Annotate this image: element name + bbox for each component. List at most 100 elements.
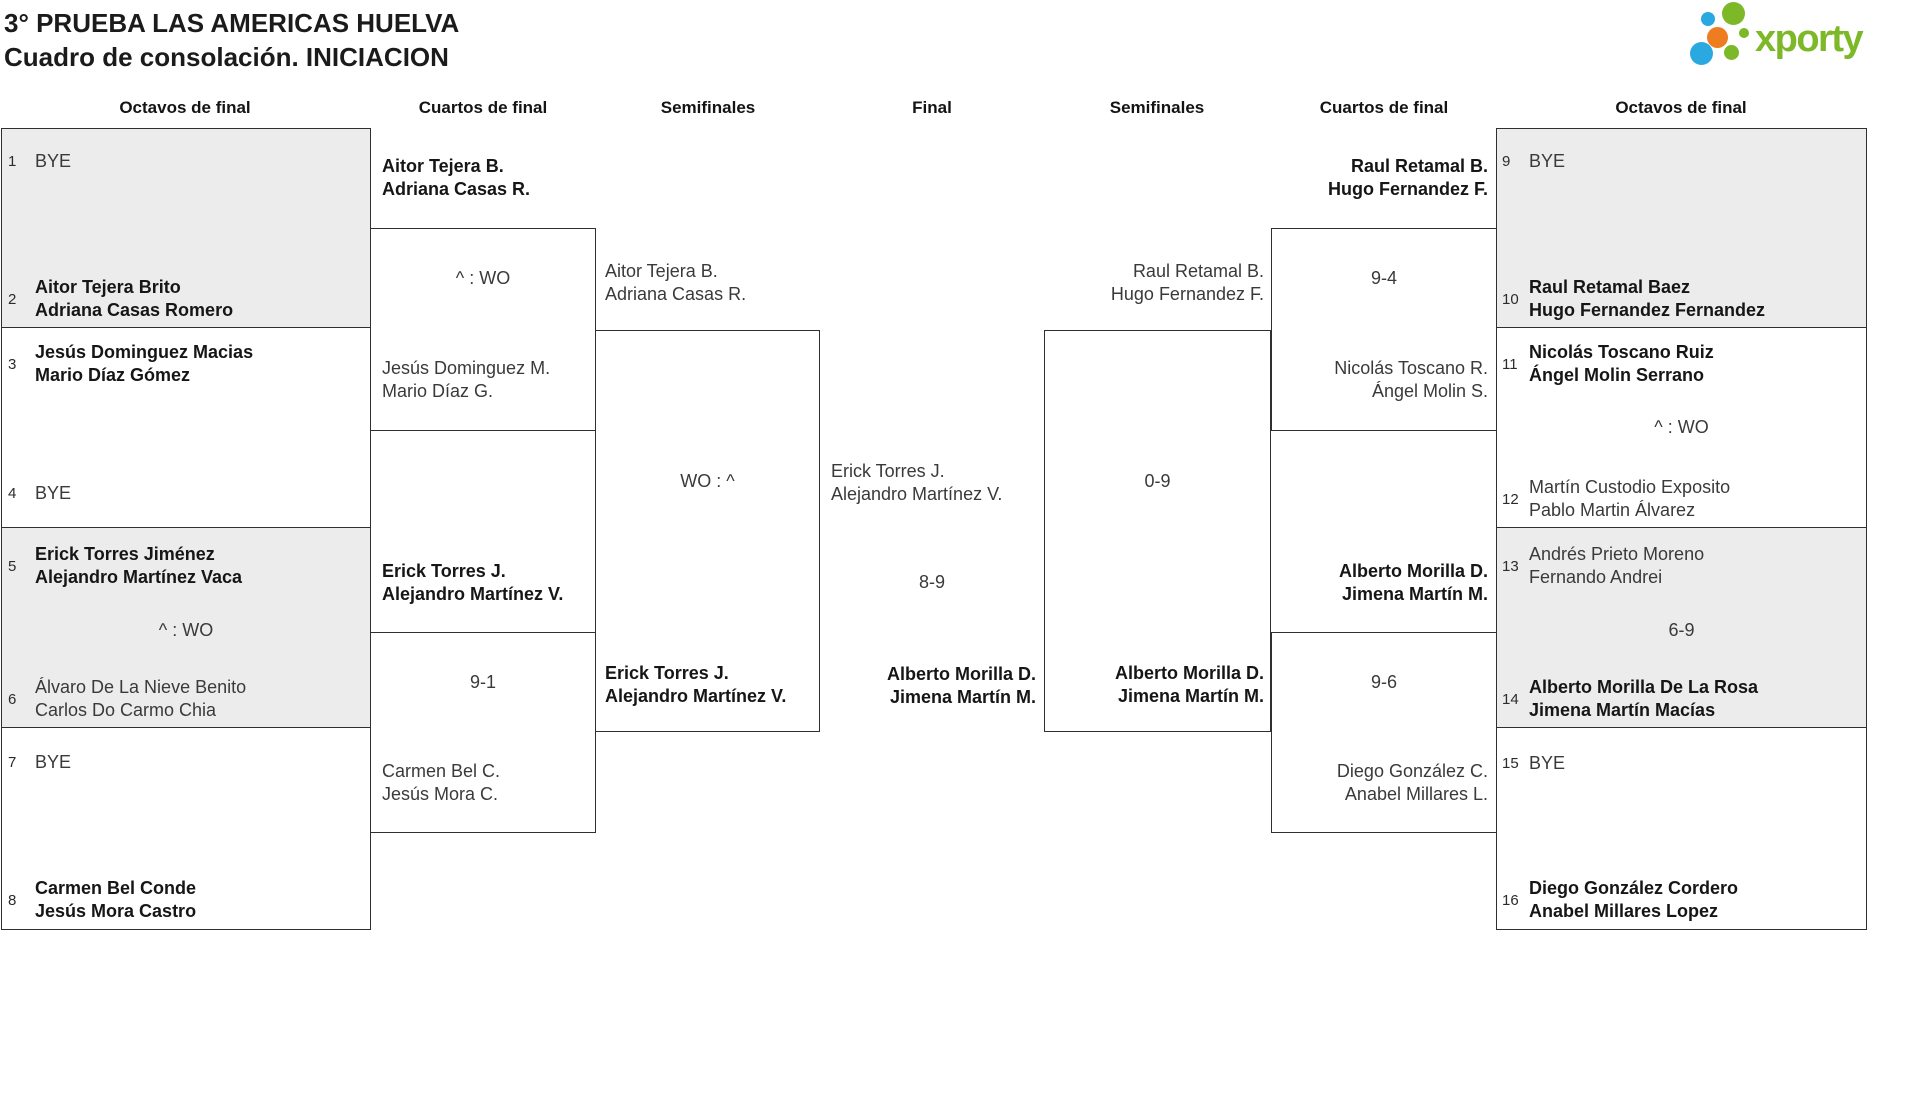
team-name: BYE — [1529, 151, 1566, 171]
cuartos-right-box-2 — [1271, 632, 1497, 833]
match-score: ^ : WO — [1654, 417, 1709, 437]
octavos-right-box-2 — [1496, 327, 1867, 528]
team-name: BYE — [35, 483, 72, 503]
seed-number: 12 — [1502, 490, 1519, 508]
octavos-right-box-3 — [1496, 527, 1867, 728]
cuartos-right-box-1 — [1271, 228, 1497, 431]
match-score: 9-6 — [1370, 672, 1397, 692]
bracket-entry-seed-15: 15 BYE — [1502, 752, 1565, 775]
team-name: Raul Retamal B.Hugo Fernandez F. — [1327, 156, 1488, 199]
semifinal-right-box — [1044, 330, 1271, 732]
match-score: WO : ^ — [680, 471, 735, 491]
octavos-right-box-1 — [1496, 128, 1867, 328]
round-header-semis-left: Semifinales — [660, 98, 756, 117]
page-title: 3° PRUEBA LAS AMERICAS HUELVA Cuadro de … — [4, 6, 459, 74]
team-name: Alberto Morilla D.Jimena Martín M. — [1338, 561, 1488, 604]
team-name: BYE — [1529, 753, 1566, 773]
team-name: Aitor Tejera B.Adriana Casas R. — [605, 261, 747, 304]
octavos-right-box-4 — [1496, 727, 1867, 930]
seed-number: 13 — [1502, 557, 1519, 575]
seed-number: 3 — [8, 355, 17, 373]
match-score: 9-1 — [469, 672, 496, 692]
cuartos-left-box-2 — [370, 632, 596, 833]
match-score: ^ : WO — [158, 620, 214, 640]
round-header-cuartos-left: Cuartos de final — [418, 98, 548, 117]
logo-dot-icon — [1722, 2, 1745, 25]
seed-number: 11 — [1502, 355, 1518, 373]
bracket-entry-seed-4: 4 BYE — [8, 482, 71, 505]
octavos-left-box-4 — [1, 727, 371, 930]
team-name: Carmen Bel C.Jesús Mora C. — [382, 761, 501, 804]
team-name: Aitor Tejera B.Adriana Casas R. — [382, 156, 531, 199]
seed-number: 10 — [1502, 290, 1519, 308]
team-name: Erick Torres J.Alejandro Martínez V. — [382, 561, 564, 604]
logo-dot-icon — [1724, 45, 1739, 60]
team-name: BYE — [35, 151, 72, 171]
logo-dot-icon — [1701, 12, 1715, 26]
xporty-logo[interactable]: xporty — [1688, 0, 1916, 72]
seed-number: 15 — [1502, 755, 1519, 772]
team-name: BYE — [35, 752, 72, 772]
team-name: Nicolás Toscano R.Ángel Molin S. — [1334, 358, 1488, 401]
seed-number: 14 — [1502, 690, 1519, 708]
team-name-finalist-top: Erick Torres J.Alejandro Martínez V. — [831, 461, 1003, 504]
match-score: 6-9 — [1668, 620, 1695, 640]
bracket-subtitle: Cuadro de consolación. INICIACION — [4, 42, 449, 72]
seed-number: 4 — [8, 485, 17, 502]
match-score: 9-4 — [1370, 268, 1397, 288]
seed-number: 2 — [8, 290, 17, 308]
team-name: Alberto Morilla D.Jimena Martín M. — [1114, 663, 1264, 706]
seed-number: 5 — [8, 557, 17, 575]
logo-dot-icon — [1690, 42, 1713, 65]
bracket-entry-seed-7: 7 BYE — [8, 751, 71, 774]
logo-wordmark: xporty — [1755, 18, 1864, 60]
round-header-octavos-right: Octavos de final — [1615, 98, 1747, 117]
match-score-final: 8-9 — [918, 572, 945, 592]
seed-number: 1 — [8, 153, 17, 170]
team-name: Diego González C.Anabel Millares L. — [1336, 761, 1488, 804]
round-header-cuartos-right: Cuartos de final — [1319, 98, 1449, 117]
bracket-entry-seed-1: 1 BYE — [8, 150, 71, 173]
round-header-octavos-left: Octavos de final — [119, 98, 251, 117]
team-name: Jesús Dominguez M.Mario Díaz G. — [382, 358, 551, 401]
octavos-left-box-2 — [1, 327, 371, 528]
match-score: 0-9 — [1144, 471, 1171, 491]
match-score: ^ : WO — [455, 268, 511, 288]
semifinal-left-box — [595, 330, 820, 732]
team-name: Erick Torres J.Alejandro Martínez V. — [605, 663, 787, 706]
octavos-left-box-1 — [1, 128, 371, 328]
seed-number: 9 — [1502, 153, 1511, 170]
seed-number: 7 — [8, 754, 17, 771]
logo-dot-icon — [1739, 28, 1749, 38]
round-header-semis-right: Semifinales — [1109, 98, 1205, 117]
round-header-final: Final — [912, 98, 952, 117]
team-name-finalist-bottom: Alberto Morilla D.Jimena Martín M. — [886, 664, 1036, 707]
tournament-name: 3° PRUEBA LAS AMERICAS HUELVA — [4, 8, 460, 38]
bracket-entry-seed-9: 9 BYE — [1502, 150, 1565, 173]
logo-dot-icon — [1707, 27, 1728, 48]
seed-number: 6 — [8, 690, 17, 708]
seed-number: 8 — [8, 891, 17, 909]
team-name: Raul Retamal B.Hugo Fernandez F. — [1110, 261, 1264, 304]
seed-number: 16 — [1502, 891, 1519, 909]
